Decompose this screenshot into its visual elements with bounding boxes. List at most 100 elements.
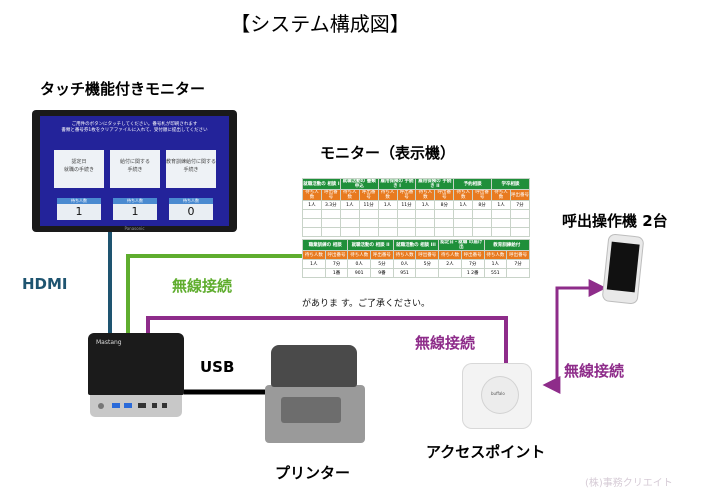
table-cell	[506, 268, 530, 278]
hdmi-label: HDMI	[22, 275, 68, 293]
table-header: 雇用保険の 手続き I	[377, 178, 417, 190]
table-header: 認定日・就職 の届け出	[438, 239, 485, 251]
table-cell: 1人	[302, 200, 322, 210]
wait-count-2: 待ち人数 1	[113, 198, 157, 220]
wait-count-caption: 待ち人数	[57, 198, 101, 204]
table-subheader: 待ち人数	[377, 189, 398, 201]
touch-button-1: 認定日 就職の手続き	[54, 150, 104, 188]
wait-count-3: 待ち人数 0	[169, 198, 213, 220]
table-subheader: 呼出番号	[472, 189, 493, 201]
table-cell: 0人	[347, 259, 372, 269]
table-cell	[438, 268, 462, 278]
display-note: がありま す。ご了承ください。	[302, 299, 430, 309]
display-monitor-label: モニター（表示機）	[320, 144, 456, 162]
audio-port-icon	[152, 403, 157, 408]
table-cell: 8分	[434, 200, 455, 210]
watermark: (株)事務クリエイト	[585, 478, 673, 489]
audio-port-icon	[162, 403, 167, 408]
wait-count-caption: 待ち人数	[169, 198, 213, 204]
table-cell: 1 2番	[460, 268, 485, 278]
table-cell: 7分	[460, 259, 485, 269]
table-cell: 7分	[506, 259, 530, 269]
access-point-panel	[482, 377, 518, 413]
table-subheader: 呼出番号	[320, 189, 341, 201]
monitor-brand: Panasonic	[124, 226, 145, 231]
table-header: 就職活動の 相談 III	[392, 239, 440, 251]
table-cell: 1人	[339, 200, 360, 210]
wireless-label-right: 無線接続	[564, 362, 625, 380]
table-cell: 1人	[415, 200, 436, 210]
usb-port-icon	[138, 403, 146, 408]
wireless-label-purple: 無線接続	[415, 334, 476, 352]
table-header: 学卒相談	[491, 178, 530, 190]
table-header: 予約相談	[453, 178, 493, 190]
table-subheader: 待ち人数	[491, 189, 511, 201]
wait-count-value: 1	[75, 205, 83, 218]
table-subheader: 待ち人数	[302, 189, 322, 201]
table-cell	[302, 268, 326, 278]
table-header: 就職活動の 相談 I	[302, 178, 341, 190]
table-subheader: 呼出番号	[509, 189, 531, 201]
table-subheader: 待ち人数	[415, 189, 436, 201]
wireless-line-access-point	[146, 316, 508, 365]
table-cell: 1人	[491, 200, 511, 210]
printer-window	[281, 397, 341, 423]
table-subheader: 待ち人数	[483, 250, 508, 260]
queue-table-bottom: 職業訓練の 相談 就職活動の 相談 II 就職活動の 相談 III 認定日・就職…	[301, 239, 530, 278]
table-header: 雇用保険の 手続き II	[415, 178, 455, 190]
touch-monitor: ご用件のボタンにタッチしてください。番号札が印刷されます 書類と番号券1枚をクリ…	[32, 110, 237, 232]
table-cell	[415, 268, 440, 278]
table-cell: 551	[483, 268, 508, 278]
printer-label: プリンター	[275, 464, 351, 482]
diagram-title: 【システム構成図】	[230, 12, 410, 36]
table-cell: 11分	[396, 200, 417, 210]
table-cell: 8分	[472, 200, 493, 210]
mini-pc-front	[90, 395, 182, 417]
access-point-brand: buffalo	[491, 391, 505, 396]
table-cell: 1人	[302, 259, 326, 269]
wait-count-caption: 待ち人数	[113, 198, 157, 204]
access-point-label: アクセスポイント	[426, 443, 546, 461]
table-cell: 5分	[370, 259, 394, 269]
mini-pc-top: Mastang	[88, 333, 184, 395]
table-cell: 9番	[370, 268, 394, 278]
touch-screen-message: ご用件のボタンにタッチしてください。番号札が印刷されます 書類と番号券1枚をクリ…	[61, 122, 208, 133]
smartphone-screen	[606, 241, 640, 293]
table-cell: 11分	[358, 200, 379, 210]
table-cell: 1人	[483, 259, 508, 269]
queue-table-top: 就職活動の 相談 I 就職活動の 書類申込 雇用保険の 手続き I 雇用保険の …	[302, 178, 531, 237]
table-cell: 3.3分	[320, 200, 341, 210]
mini-pc-brand: Mastang	[96, 339, 122, 346]
wireless-line-caller	[542, 279, 607, 394]
wait-count-value: 1	[131, 205, 139, 218]
table-cell: 0人	[392, 259, 417, 269]
table-cell: 1番	[324, 268, 349, 278]
table-cell: 951	[392, 268, 417, 278]
table-subheader: 呼出番号	[324, 250, 349, 260]
touch-screen: ご用件のボタンにタッチしてください。番号札が印刷されます 書類と番号券1枚をクリ…	[40, 116, 229, 226]
table-subheader: 呼出番号	[370, 250, 394, 260]
wireless-label-green: 無線接続	[172, 277, 233, 295]
table-cell: 901	[347, 268, 372, 278]
table-subheader: 呼出番号	[415, 250, 440, 260]
usb-port-icon	[124, 403, 132, 408]
table-subheader: 呼出番号	[460, 250, 485, 260]
table-subheader: 待ち人数	[302, 250, 326, 260]
mini-pc: Mastang	[88, 333, 184, 419]
wait-count-value: 0	[187, 205, 195, 218]
table-subheader: 呼出番号	[434, 189, 455, 201]
usb-label: USB	[200, 358, 235, 376]
table-subheader: 待ち人数	[347, 250, 372, 260]
table-header: 職業訓練の 相談	[301, 239, 349, 251]
wait-count-1: 待ち人数 1	[57, 198, 101, 220]
caller-device-label: 呼出操作機 2台	[562, 212, 668, 230]
smartphone	[602, 234, 644, 304]
table-header: 就職活動の 相談 II	[347, 239, 394, 251]
touch-button-3: 教育訓練給付に関する 手続き	[166, 150, 216, 188]
table-subheader: 呼出番号	[358, 189, 379, 201]
table-cell: 7分	[324, 259, 349, 269]
table-subheader: 待ち人数	[339, 189, 360, 201]
table-header: 教育訓練給付	[483, 239, 530, 251]
table-subheader: 待ち人数	[453, 189, 474, 201]
